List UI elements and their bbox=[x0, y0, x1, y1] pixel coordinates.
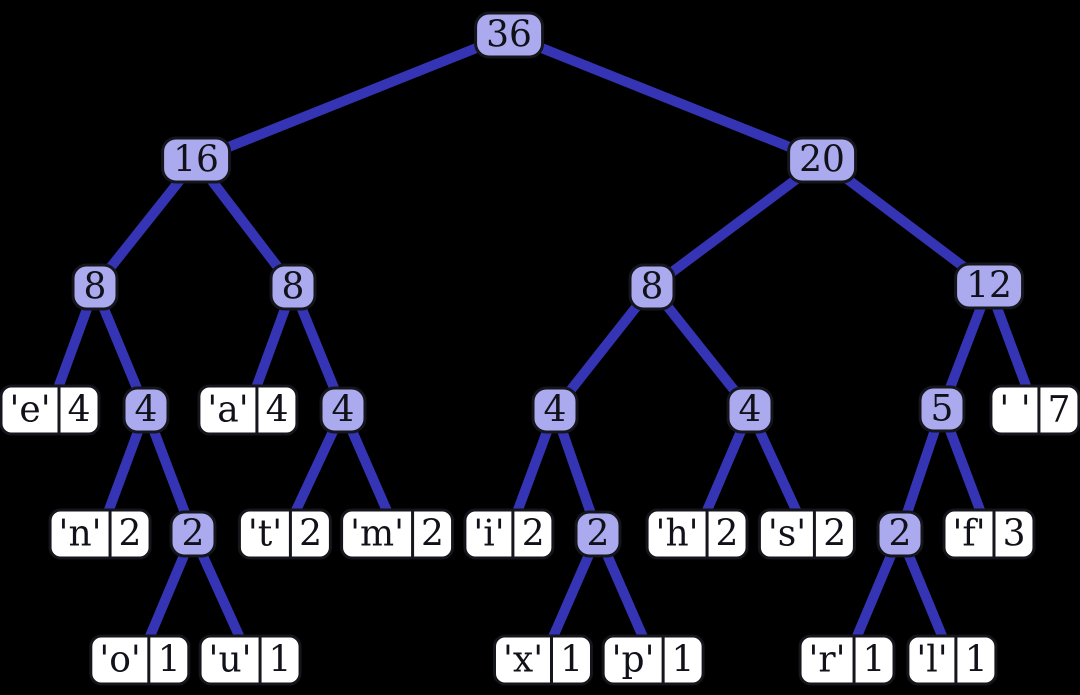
leaf-char-label: ' ' bbox=[999, 389, 1031, 430]
leaf-char-label: 'u' bbox=[208, 639, 252, 680]
leaf-node-space: ' '7 bbox=[989, 384, 1080, 436]
internal-node-2a: 2 bbox=[169, 510, 217, 558]
internal-node-8b: 8 bbox=[269, 263, 317, 311]
node-count-label: 36 bbox=[486, 14, 532, 55]
leaf-node-u: 'u'1 bbox=[198, 634, 302, 686]
leaf-count-label: 2 bbox=[108, 511, 149, 557]
internal-node-36: 36 bbox=[474, 11, 544, 59]
internal-node-8c: 8 bbox=[628, 263, 676, 311]
leaf-char-label: 'p' bbox=[611, 639, 655, 680]
node-count-label: 8 bbox=[281, 266, 305, 307]
leaf-node-f: 'f'3 bbox=[942, 508, 1036, 560]
leaf-char-label: 'x' bbox=[502, 639, 544, 680]
leaf-node-r: 'r'1 bbox=[798, 634, 896, 686]
node-count-label: 2 bbox=[586, 513, 610, 554]
leaf-char-label: 'm' bbox=[350, 513, 405, 554]
leaf-count-label: 1 bbox=[258, 637, 299, 683]
leaf-node-e: 'e'4 bbox=[0, 384, 101, 436]
leaf-count-label: 2 bbox=[705, 511, 746, 557]
leaf-node-a: 'a'4 bbox=[197, 384, 299, 436]
leaf-count-label: 1 bbox=[661, 637, 701, 683]
internal-node-4c: 4 bbox=[531, 386, 579, 434]
node-count-label: 12 bbox=[966, 265, 1012, 306]
leaf-count-label: 1 bbox=[954, 637, 995, 683]
leaf-char-label: 'o' bbox=[99, 639, 141, 680]
leaf-count-label: 2 bbox=[511, 511, 552, 557]
node-count-label: 4 bbox=[331, 389, 355, 430]
leaf-char-label: 's' bbox=[767, 513, 807, 554]
leaf-node-o: 'o'1 bbox=[89, 634, 191, 686]
leaf-node-h: 'h'2 bbox=[645, 508, 749, 560]
leaf-char-label: 'a' bbox=[207, 389, 249, 430]
internal-node-12: 12 bbox=[954, 262, 1024, 310]
leaf-count-label: 2 bbox=[411, 511, 451, 557]
node-count-label: 5 bbox=[930, 388, 954, 429]
node-count-label: 8 bbox=[640, 266, 664, 307]
leaf-count-label: 2 bbox=[813, 511, 853, 557]
leaf-count-label: 4 bbox=[57, 387, 98, 433]
internal-node-2b: 2 bbox=[574, 510, 622, 558]
leaf-node-t: 't'2 bbox=[237, 508, 333, 560]
node-count-label: 2 bbox=[888, 513, 912, 554]
leaf-node-p: 'p'1 bbox=[601, 634, 705, 686]
leaf-char-label: 'r' bbox=[808, 639, 846, 680]
leaf-char-label: 'e' bbox=[9, 389, 51, 430]
node-count-label: 4 bbox=[134, 389, 158, 430]
node-count-label: 8 bbox=[83, 266, 107, 307]
node-count-label: 4 bbox=[738, 389, 762, 430]
leaf-char-label: 't' bbox=[247, 513, 283, 554]
tree-edge-36-16 bbox=[194, 30, 511, 165]
leaf-count-label: 1 bbox=[852, 637, 893, 683]
node-count-label: 2 bbox=[181, 513, 205, 554]
internal-node-4b: 4 bbox=[319, 386, 367, 434]
node-count-label: 4 bbox=[543, 389, 567, 430]
leaf-count-label: 2 bbox=[289, 511, 329, 557]
leaf-count-label: 7 bbox=[1037, 387, 1078, 433]
tree-edge-36-20 bbox=[507, 30, 824, 165]
internal-node-5: 5 bbox=[918, 385, 966, 433]
internal-node-20: 20 bbox=[787, 136, 857, 184]
leaf-char-label: 'i' bbox=[473, 513, 505, 554]
leaf-node-m: 'm'2 bbox=[340, 508, 454, 560]
leaf-char-label: 'h' bbox=[655, 513, 699, 554]
node-count-label: 20 bbox=[799, 139, 845, 180]
leaf-node-l: 'l'1 bbox=[906, 634, 998, 686]
leaf-char-label: 'f' bbox=[952, 513, 986, 554]
leaf-count-label: 1 bbox=[147, 637, 188, 683]
leaf-count-label: 4 bbox=[255, 387, 296, 433]
internal-node-2c: 2 bbox=[876, 510, 924, 558]
internal-node-16: 16 bbox=[161, 136, 231, 184]
internal-node-4a: 4 bbox=[122, 386, 170, 434]
node-count-label: 16 bbox=[173, 139, 219, 180]
leaf-node-n: 'n'2 bbox=[48, 508, 152, 560]
leaf-char-label: 'l' bbox=[916, 639, 948, 680]
leaf-count-label: 1 bbox=[550, 637, 590, 683]
leaf-count-label: 3 bbox=[992, 511, 1033, 557]
leaf-node-s: 's'2 bbox=[757, 508, 857, 560]
leaf-char-label: 'n' bbox=[58, 513, 102, 554]
leaf-node-i: 'i'2 bbox=[463, 508, 555, 560]
internal-node-8a: 8 bbox=[71, 263, 119, 311]
internal-node-4d: 4 bbox=[726, 386, 774, 434]
leaf-node-x: 'x'1 bbox=[492, 634, 594, 686]
